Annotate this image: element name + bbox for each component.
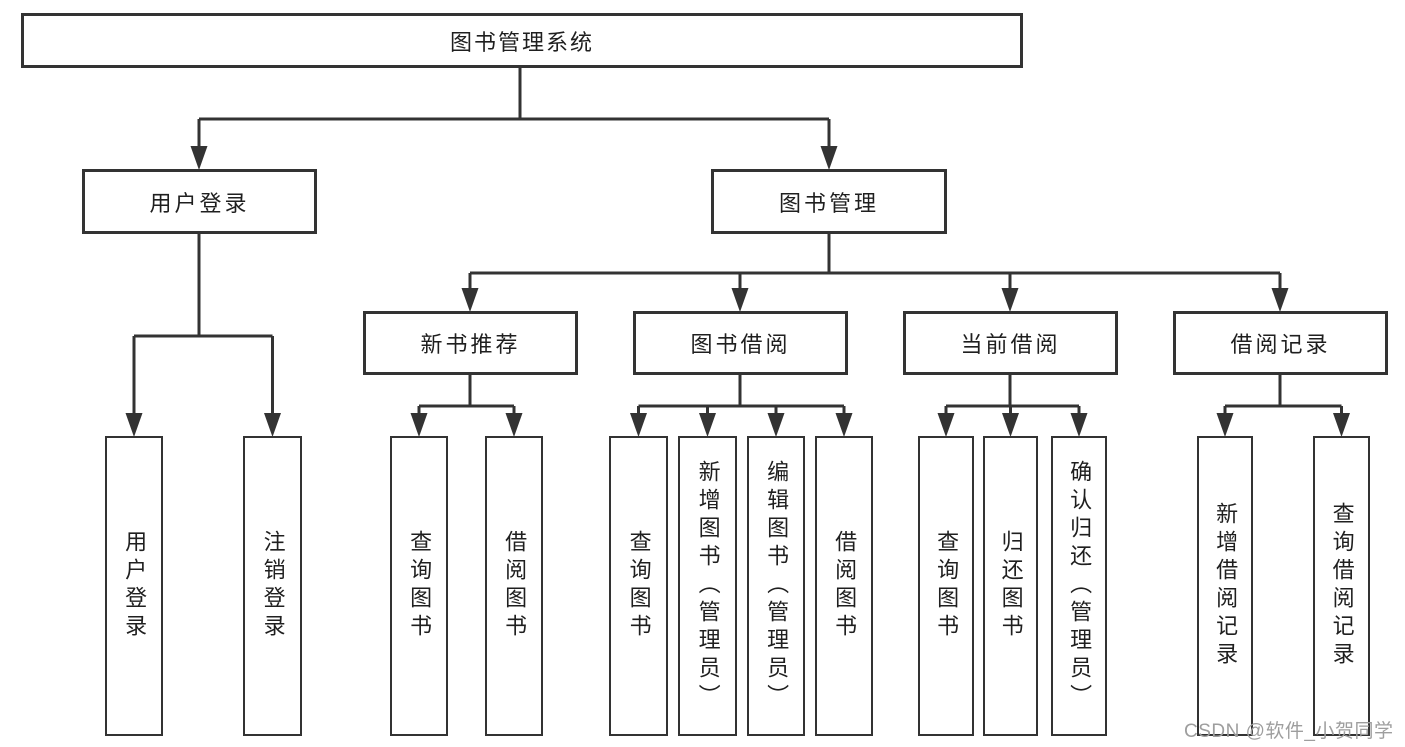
node-new-book-recommendation: 新书推荐 — [363, 311, 578, 375]
leaf-confirm-return-admin: 确认归还（管理员） — [1051, 436, 1107, 736]
node-label: 查询图书 — [934, 530, 960, 642]
leaf-query-books-current: 查询图书 — [918, 436, 974, 736]
node-label: 借阅图书 — [502, 530, 528, 642]
node-label: 新增图书（管理员） — [695, 460, 721, 712]
leaf-return-books: 归还图书 — [983, 436, 1038, 736]
node-current-borrowing: 当前借阅 — [903, 311, 1118, 375]
csdn-watermark: CSDN @软件_小贺同学 — [1184, 721, 1394, 742]
node-label: 图书借阅 — [690, 332, 791, 357]
node-root: 图书管理系统 — [21, 13, 1023, 68]
node-borrowing-records: 借阅记录 — [1173, 311, 1388, 375]
leaf-borrow-books-recommend: 借阅图书 — [485, 436, 543, 736]
node-book-management: 图书管理 — [711, 169, 947, 234]
node-label: 新书推荐 — [420, 332, 521, 357]
node-label: 查询图书 — [626, 530, 652, 642]
node-label: 图书管理 — [778, 190, 879, 216]
node-label: 图书管理系统 — [449, 29, 594, 55]
leaf-user-login: 用户登录 — [105, 436, 163, 736]
node-user-login: 用户登录 — [82, 169, 317, 234]
node-label: 归还图书 — [998, 530, 1024, 642]
node-book-borrowing: 图书借阅 — [633, 311, 848, 375]
node-label: 编辑图书（管理员） — [764, 460, 790, 712]
node-label: 确认归还（管理员） — [1067, 460, 1093, 712]
leaf-query-borrowing-record: 查询借阅记录 — [1313, 436, 1370, 736]
node-label: 借阅记录 — [1230, 332, 1331, 357]
node-label: 当前借阅 — [960, 332, 1061, 357]
leaf-logout: 注销登录 — [243, 436, 302, 736]
leaf-edit-books-admin: 编辑图书（管理员） — [747, 436, 805, 736]
node-label: 注销登录 — [260, 530, 286, 642]
leaf-add-borrowing-record: 新增借阅记录 — [1197, 436, 1253, 736]
leaf-query-books-recommend: 查询图书 — [390, 436, 448, 736]
leaf-add-books-admin: 新增图书（管理员） — [678, 436, 737, 736]
leaf-borrow-books: 借阅图书 — [815, 436, 873, 736]
node-label: 用户登录 — [149, 190, 250, 216]
node-label: 新增借阅记录 — [1213, 502, 1239, 670]
node-label: 查询借阅记录 — [1329, 502, 1355, 670]
node-label: 借阅图书 — [832, 530, 858, 642]
leaf-query-books-borrowing: 查询图书 — [609, 436, 668, 736]
arrowhead-group — [125, 146, 1350, 437]
node-label: 查询图书 — [407, 530, 433, 642]
node-label: 用户登录 — [122, 530, 148, 642]
